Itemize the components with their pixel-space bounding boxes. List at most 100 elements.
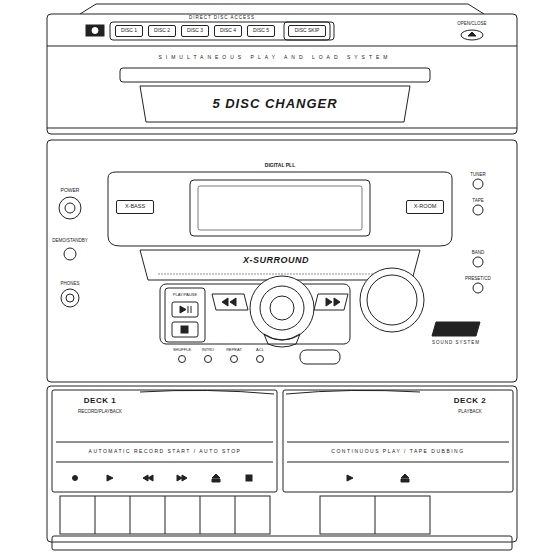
- button-text: 5 DISC CHANGER: [212, 97, 337, 111]
- button-text: DISC SKIP: [295, 28, 320, 33]
- housing-stroke: [172, 322, 198, 337]
- housing-stroke: [177, 475, 187, 481]
- button-caption: PRESET/CD: [465, 277, 491, 282]
- housing-stroke: [200, 496, 201, 534]
- button-caption: PLAY/PAUSE: [173, 293, 197, 297]
- housing-stroke: [212, 294, 248, 310]
- housing-stroke: [286, 390, 420, 394]
- cassette-unit: [47, 386, 517, 550]
- knob-outline: [367, 275, 417, 325]
- housing-stroke: [347, 475, 353, 481]
- knob-outline: [250, 276, 314, 340]
- housing-stroke: [86, 25, 104, 36]
- button-text: DISC 1: [121, 28, 137, 33]
- housing-stroke: [120, 68, 430, 82]
- button-caption: PHONES: [60, 282, 79, 287]
- button-text: X-ROOM: [414, 204, 437, 210]
- housing-stroke: [375, 496, 376, 534]
- housing-stroke: [212, 474, 220, 482]
- sound-button: X-ROOM: [406, 200, 444, 214]
- panel-logo: X-SURROUND: [243, 256, 309, 266]
- button-caption: DEMO/STANDBY: [52, 239, 88, 244]
- button-caption: TUNER: [470, 173, 486, 178]
- housing-stroke: [432, 322, 480, 336]
- housing-stroke: [165, 496, 166, 534]
- housing-stroke: [300, 350, 340, 364]
- changer-badge: 5 DISC CHANGER: [172, 92, 378, 116]
- button-caption: ACL: [256, 348, 264, 352]
- housing-stroke: [401, 474, 409, 482]
- housing-stroke: [108, 172, 452, 246]
- housing-stroke: [47, 14, 517, 134]
- deck-title: DECK 1: [84, 397, 116, 406]
- housing-stroke: [264, 334, 300, 347]
- disc-skip-button: DISC SKIP: [288, 25, 326, 37]
- housing-stroke: [468, 32, 476, 36]
- knob-outline: [473, 179, 483, 189]
- knob-outline: [473, 205, 483, 215]
- deck-title: DECK 2: [454, 397, 486, 406]
- housing-stroke: [52, 536, 512, 550]
- housing-stroke: [158, 274, 402, 275]
- button-text: DISC 2: [154, 28, 170, 33]
- panel-slogan: SIMULTANEOUS PLAY AND LOAD SYSTEM: [158, 55, 391, 61]
- button-text: DISC 5: [253, 28, 269, 33]
- button-caption: INTRO: [202, 348, 214, 352]
- housing-stroke: [110, 22, 334, 40]
- housing-stroke: [287, 462, 509, 463]
- button-caption: SHUFFLE: [173, 348, 191, 352]
- amplifier-unit: [47, 140, 517, 382]
- cd-unit: [47, 4, 517, 134]
- housing-stroke: [165, 288, 205, 342]
- disc-button: DISC 1: [115, 25, 143, 37]
- housing-stroke: [140, 390, 274, 394]
- housing-stroke: [181, 326, 188, 333]
- knob-outline: [270, 296, 294, 320]
- housing-stroke: [95, 496, 96, 534]
- housing-stroke: [80, 4, 484, 14]
- knob-outline: [473, 283, 483, 293]
- housing-stroke: [143, 475, 153, 481]
- knob-outline: [64, 248, 76, 260]
- housing-stroke: [140, 86, 410, 122]
- disc-button: DISC 4: [214, 25, 242, 37]
- housing-stroke: [180, 306, 191, 313]
- housing-stroke: [314, 294, 348, 310]
- housing-stroke: [190, 180, 370, 236]
- button-caption: OPEN/CLOSE: [457, 22, 486, 27]
- button-caption: REPEAT: [226, 348, 242, 352]
- housing-stroke: [52, 390, 277, 492]
- housing-stroke: [130, 496, 131, 534]
- housing-stroke: [60, 496, 270, 534]
- knob-outline: [59, 197, 81, 219]
- housing-stroke: [47, 386, 517, 542]
- button-text: DISC 4: [220, 28, 236, 33]
- housing-stroke: [47, 140, 517, 382]
- panel-caption: DIGITAL PLL: [265, 163, 295, 169]
- button-caption: TAPE: [472, 199, 483, 204]
- housing-stroke: [172, 302, 198, 317]
- housing-stroke: [198, 186, 362, 230]
- knob-outline: [473, 257, 483, 267]
- housing-stroke: [222, 298, 236, 306]
- button-text: X-BASS: [125, 204, 145, 210]
- deck-slogan: AUTOMATIC RECORD START / AUTO STOP: [89, 449, 242, 455]
- panel-caption: DIRECT DISC ACCESS: [189, 16, 255, 21]
- housing-stroke: [107, 475, 113, 481]
- button-caption: BAND: [472, 251, 485, 256]
- knob-outline: [61, 289, 79, 307]
- knob-outline: [65, 203, 75, 213]
- knob-outline: [92, 28, 98, 34]
- housing-stroke: [283, 390, 513, 492]
- knob-outline: [260, 286, 304, 330]
- housing-stroke: [56, 462, 273, 463]
- button-text: DISC 3: [187, 28, 203, 33]
- disc-button: DISC 5: [247, 25, 275, 37]
- knob-outline: [179, 356, 186, 363]
- housing-stroke: [56, 442, 273, 443]
- housing-stroke: [47, 46, 517, 47]
- knob-outline: [231, 356, 238, 363]
- knob-outline: [257, 356, 264, 363]
- deck-caption: PLAYBACK: [458, 410, 481, 415]
